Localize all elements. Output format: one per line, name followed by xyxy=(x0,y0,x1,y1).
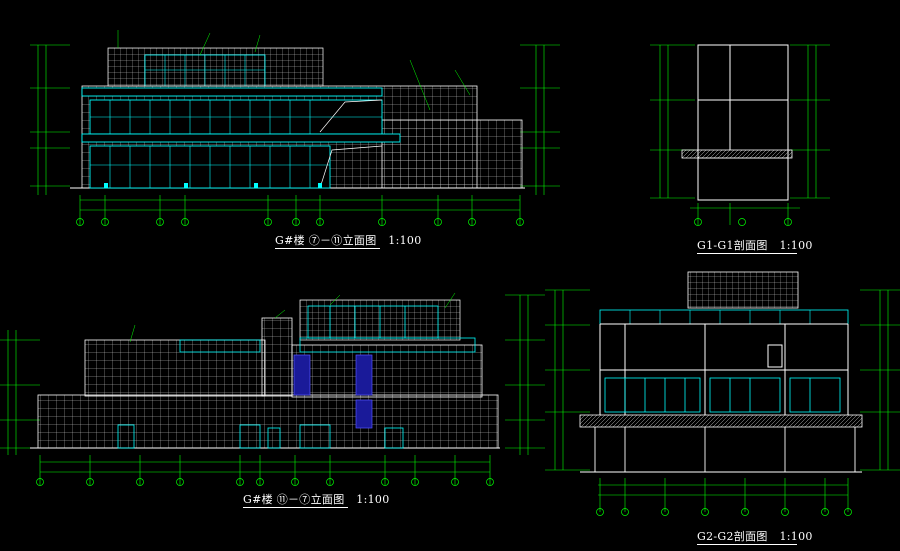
title-text: G2-G2剖面图 xyxy=(697,530,768,543)
elevation-top-left xyxy=(30,30,560,226)
title-top-right-section: G1-G1剖面图 1:100 xyxy=(697,237,813,253)
title-top-left-elevation: G#楼 ⑦－⑪立面图 1:100 xyxy=(275,232,422,248)
title-underline xyxy=(243,507,348,508)
title-bottom-right-section: G2-G2剖面图 1:100 xyxy=(697,528,813,544)
scale-text: 1:100 xyxy=(779,239,813,252)
title-underline xyxy=(697,544,797,545)
section-top-right xyxy=(650,44,830,226)
elevation-bottom-left xyxy=(0,292,545,486)
title-underline xyxy=(697,253,797,254)
title-text: G#楼 ⑪－⑦立面图 xyxy=(243,493,345,506)
title-text: G#楼 ⑦－⑪立面图 xyxy=(275,234,377,247)
title-underline xyxy=(275,248,380,249)
scale-text: 1:100 xyxy=(779,530,813,543)
title-text: G1-G1剖面图 xyxy=(697,239,768,252)
title-bottom-left-elevation: G#楼 ⑪－⑦立面图 1:100 xyxy=(243,491,390,507)
scale-text: 1:100 xyxy=(356,493,390,506)
section-bottom-right xyxy=(545,271,900,516)
scale-text: 1:100 xyxy=(388,234,422,247)
